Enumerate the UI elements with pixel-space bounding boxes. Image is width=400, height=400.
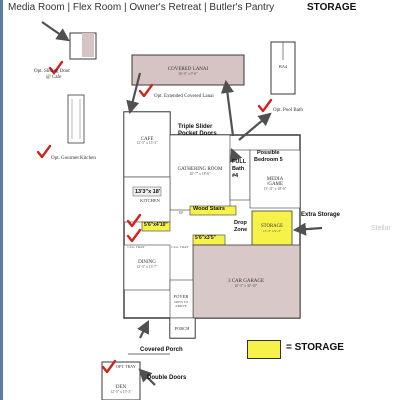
- left-edge-strip: [0, 0, 3, 400]
- dining-room: DINING 12'-5" x 13'-7" CLG. TRAY CLG. TR…: [123, 244, 189, 291]
- gathering-dim: 20'-7" x 18'-6": [190, 172, 212, 176]
- lanai-room: COVERED LANAI 36'-0" x 9'-0": [131, 54, 245, 86]
- arrow-icon: [220, 79, 235, 137]
- arrow-icon: [292, 222, 323, 236]
- pantry-storage: [141, 221, 171, 232]
- watermark: Stellar: [371, 225, 391, 232]
- arrow-icon: [138, 368, 156, 386]
- storage-legend-label: = STORAGE: [286, 342, 344, 353]
- check-icon: [126, 213, 142, 228]
- check-icon: [138, 83, 154, 98]
- arrow-icon: [41, 21, 70, 42]
- arrow-icon: [238, 112, 272, 141]
- pool-bath: BA4: [270, 41, 296, 95]
- foyer-room: FOYER OPEN TO ABOVE: [169, 279, 194, 319]
- arrow-icon: [229, 147, 243, 163]
- gourmet-kitchen-plan: [67, 94, 85, 144]
- dining-dim: 12'-5" x 13'-7": [137, 265, 159, 269]
- wood-stairs-callout: Wood Stairs: [193, 206, 225, 212]
- media-dim: 15'-11" x 18'-6": [264, 187, 287, 191]
- option-check-marks: [36, 60, 273, 374]
- opt-pool-bath-label: Opt. Pool Bath: [273, 108, 303, 113]
- full-bath-callout-3: #4: [232, 173, 239, 179]
- pointer-arrows: [41, 21, 323, 386]
- full-bath-callout-1: FULL: [232, 159, 247, 165]
- den-label: DEN: [116, 385, 127, 390]
- kitchen-label: KITCHEN: [140, 198, 160, 203]
- media-label-line1: MEDIA: [267, 177, 284, 182]
- foyer-label: FOYER: [174, 294, 189, 299]
- foyer-note-2: ABOVE: [175, 304, 187, 308]
- kitchen-room: KITCHEN: [123, 176, 171, 223]
- covered-porch-callout: Covered Porch: [140, 347, 183, 353]
- drop-zone-dim-callout: 5'6"x3'5": [195, 235, 217, 241]
- garage-room: 3 CAR GARAGE 20'-3" x 30'-10": [192, 244, 301, 319]
- opt-sliding-door-label-2: @ Cafe: [46, 75, 62, 80]
- foyer-note-1: OPEN TO: [174, 300, 189, 304]
- triple-slider-callout-2: Pocket Doors: [178, 131, 217, 137]
- check-icon: [36, 144, 52, 159]
- opt-extended-lanai-label: Opt. Extended Covered Lanai: [154, 94, 214, 99]
- pantry-dim-callout: 5'6"x4'10": [144, 222, 168, 228]
- triple-slider-callout-1: Triple Slider: [178, 124, 213, 130]
- porch-room: PORCH: [169, 317, 196, 339]
- dining-label: DINING: [138, 260, 156, 265]
- up-label: UP: [179, 211, 184, 215]
- check-icon: [48, 60, 64, 75]
- full-bath-callout-2: Bath: [232, 166, 245, 172]
- kitchen-dim-callout: 13'3"x 18': [135, 189, 161, 195]
- media-label-line2: /GAME: [267, 182, 283, 187]
- double-doors-callout: Double Doors: [147, 375, 187, 381]
- cafe-dim: 12'-5" x 13'-3": [137, 141, 159, 145]
- sliding-door-bumpout: [69, 32, 97, 60]
- opt-sliding-door-label-1: Opt. Sliding Door: [34, 69, 70, 74]
- cafe-label: CAFE: [141, 137, 154, 142]
- gathering-label: GATHERING ROOM: [178, 167, 223, 172]
- header-options-line: Media Room | Flex Room | Owner's Retreat…: [8, 2, 275, 13]
- lanai-dim: 36'-0" x 9'-0": [178, 72, 198, 76]
- check-icon: [101, 359, 117, 374]
- extra-storage-callout: Extra Storage: [301, 212, 341, 218]
- porch-label: PORCH: [174, 326, 190, 331]
- lanai-label: COVERED LANAI: [168, 67, 209, 72]
- garage-dim: 20'-3" x 30'-10": [235, 284, 258, 288]
- drop-zone-callout-1: Drop: [234, 220, 247, 226]
- storage-legend-swatch: [247, 340, 281, 359]
- drop-zone-callout-2: Zone: [234, 227, 248, 233]
- clg-tray-hall: CLG. TRAY: [171, 245, 189, 249]
- clg-tray-dining: CLG. TRAY: [127, 245, 145, 249]
- storage-room: STORAGE 15'-3" x 9'-3": [251, 210, 293, 246]
- ba4-label: BA4: [279, 64, 288, 69]
- check-icon: [126, 228, 142, 243]
- opt-gourmet-kitchen-label: Opt. Gourmet Kitchen: [51, 156, 96, 161]
- cafe-room: CAFE 12'-5" x 13'-3": [123, 111, 171, 178]
- opt-tray-den-label: OPT. TRAY: [116, 364, 136, 369]
- media-room: MEDIA /GAME 15'-11" x 18'-6": [249, 149, 301, 209]
- den-room: DEN 12'-5" x 15'-3": [101, 361, 141, 400]
- arrow-icon: [137, 320, 149, 339]
- storage-room-label: STORAGE: [261, 224, 283, 229]
- header-storage-title: STORAGE: [307, 2, 357, 13]
- gathering-room: GATHERING ROOM 20'-7" x 18'-6": [169, 134, 231, 211]
- wood-stairs-area: UP: [179, 205, 237, 216]
- possible-bedroom-callout-2: Bedroom 5: [254, 157, 283, 163]
- garage-label: 3 CAR GARAGE: [228, 279, 264, 284]
- possible-bedroom-callout-1: Possible: [257, 150, 280, 156]
- den-dim: 12'-5" x 15'-3": [111, 390, 133, 394]
- arrow-icon: [126, 72, 142, 115]
- storage-room-dim: 15'-3" x 9'-3": [263, 229, 282, 233]
- check-icon: [257, 98, 273, 113]
